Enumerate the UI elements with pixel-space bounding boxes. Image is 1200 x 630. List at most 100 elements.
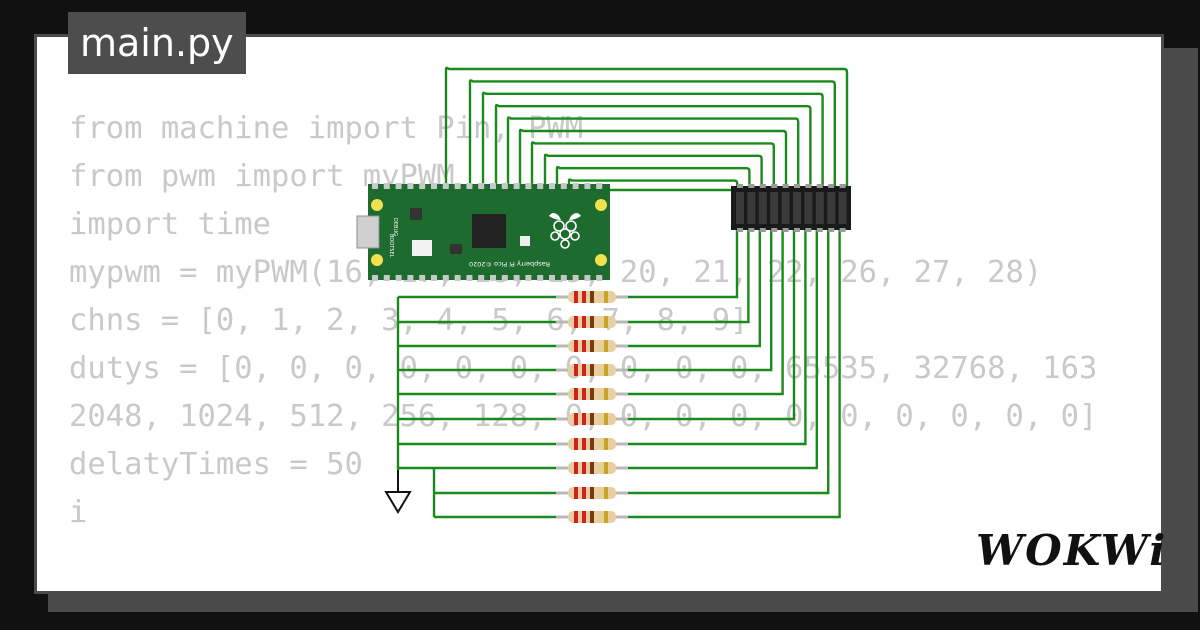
- wire: [628, 230, 830, 495]
- file-tab[interactable]: main.py: [68, 12, 246, 74]
- wire: [494, 104, 812, 186]
- led-segment: [770, 192, 779, 224]
- led-pin: [839, 184, 846, 188]
- led-pin: [759, 228, 766, 232]
- resistor-band: [604, 316, 608, 328]
- pico-pin: [407, 275, 414, 281]
- wire: [628, 230, 739, 299]
- resistor-band: [590, 291, 594, 303]
- led-component: [520, 236, 530, 246]
- wire: [628, 230, 750, 324]
- pico-pin: [584, 275, 591, 281]
- code-line: from pwm import myPWM: [69, 159, 455, 194]
- led-segment: [804, 192, 813, 224]
- wire: [628, 230, 807, 446]
- led-pin: [794, 228, 800, 232]
- resistor-band: [604, 388, 608, 400]
- pico-pin: [549, 275, 555, 281]
- pico-pin: [466, 183, 473, 189]
- pico-pin: [525, 183, 532, 189]
- pico-board[interactable]: Raspberry Pi Pico ©2020 BOOTSEL DEBUG: [356, 183, 610, 281]
- led-bar-graph[interactable]: [731, 184, 851, 232]
- pico-pin: [560, 183, 567, 189]
- led-pin: [737, 228, 743, 232]
- pico-pin: [525, 275, 532, 281]
- regulator-chip: [450, 244, 462, 254]
- pico-pin: [395, 275, 402, 281]
- wire: [444, 66, 849, 186]
- resistor-band: [590, 388, 594, 400]
- wire: [628, 230, 818, 470]
- pico-pin: [596, 275, 603, 281]
- resistor-band: [574, 364, 578, 376]
- wires: [396, 66, 849, 519]
- raspberry-logo-icon: [549, 213, 581, 249]
- led-pin: [828, 228, 835, 232]
- pico-pin: [572, 183, 579, 189]
- resistor-band: [574, 388, 578, 400]
- led-pin: [794, 184, 800, 188]
- led-segment: [736, 192, 744, 224]
- resistor-band: [582, 364, 586, 376]
- wire: [530, 141, 775, 186]
- resistor-band: [604, 511, 608, 523]
- pico-pin: [383, 275, 390, 281]
- code-line: from machine import Pin, PWM: [69, 111, 584, 146]
- resistor-band: [604, 291, 608, 303]
- wire: [468, 79, 836, 186]
- wire: [543, 153, 763, 186]
- led-pin: [828, 184, 835, 188]
- pico-pin: [478, 183, 485, 189]
- led-pin: [839, 228, 846, 232]
- led-segment: [827, 192, 836, 224]
- pico-pin: [454, 275, 461, 281]
- resistor-band: [574, 291, 578, 303]
- usb-connector: [356, 215, 380, 249]
- led-segment: [793, 192, 801, 224]
- bootsel-button[interactable]: [412, 240, 432, 256]
- rp2040-chip: [472, 214, 506, 248]
- wire: [628, 230, 761, 348]
- led-pin: [771, 228, 778, 232]
- wire: [506, 116, 800, 186]
- pico-pin: [431, 275, 437, 281]
- resistor-band: [582, 511, 586, 523]
- bootsel-label: BOOTSEL: [388, 234, 394, 258]
- pico-pin: [537, 183, 544, 189]
- resistor-band: [574, 511, 578, 523]
- code-editor[interactable]: from machine import Pin, PWM from pwm imp…: [69, 105, 1097, 537]
- resistor-band: [582, 340, 586, 352]
- resistor-band: [604, 438, 608, 450]
- led-segment: [815, 192, 824, 224]
- pico-pin: [372, 183, 378, 189]
- led-pin: [805, 228, 812, 232]
- code-line: chns = [0, 1, 2, 3, 4, 5, 6, 7, 8, 9]: [69, 303, 749, 338]
- wire: [628, 230, 796, 421]
- led-pin: [805, 184, 812, 188]
- wokwi-logo: WOKWi: [976, 526, 1168, 575]
- resistor-array: [556, 291, 628, 523]
- led-pin: [748, 184, 755, 188]
- resistor-band: [590, 438, 594, 450]
- resistor-band: [590, 413, 594, 425]
- resistor-band: [574, 487, 578, 499]
- pico-pin: [395, 183, 402, 189]
- pico-pin: [454, 183, 461, 189]
- resistor-band: [582, 462, 586, 474]
- led-pin: [759, 184, 766, 188]
- resistor-band: [574, 340, 578, 352]
- resistor-band: [604, 413, 608, 425]
- pico-pin: [584, 183, 591, 189]
- pico-pin: [549, 183, 555, 189]
- resistor-band: [574, 413, 578, 425]
- ground-symbol-icon: [384, 470, 412, 514]
- pico-pin: [407, 183, 414, 189]
- wire: [628, 230, 784, 396]
- pico-pin: [419, 275, 426, 281]
- led-segment: [781, 192, 790, 224]
- pico-pin: [383, 183, 390, 189]
- resistor-band: [582, 316, 586, 328]
- wire: [628, 230, 773, 372]
- wire: [628, 230, 841, 519]
